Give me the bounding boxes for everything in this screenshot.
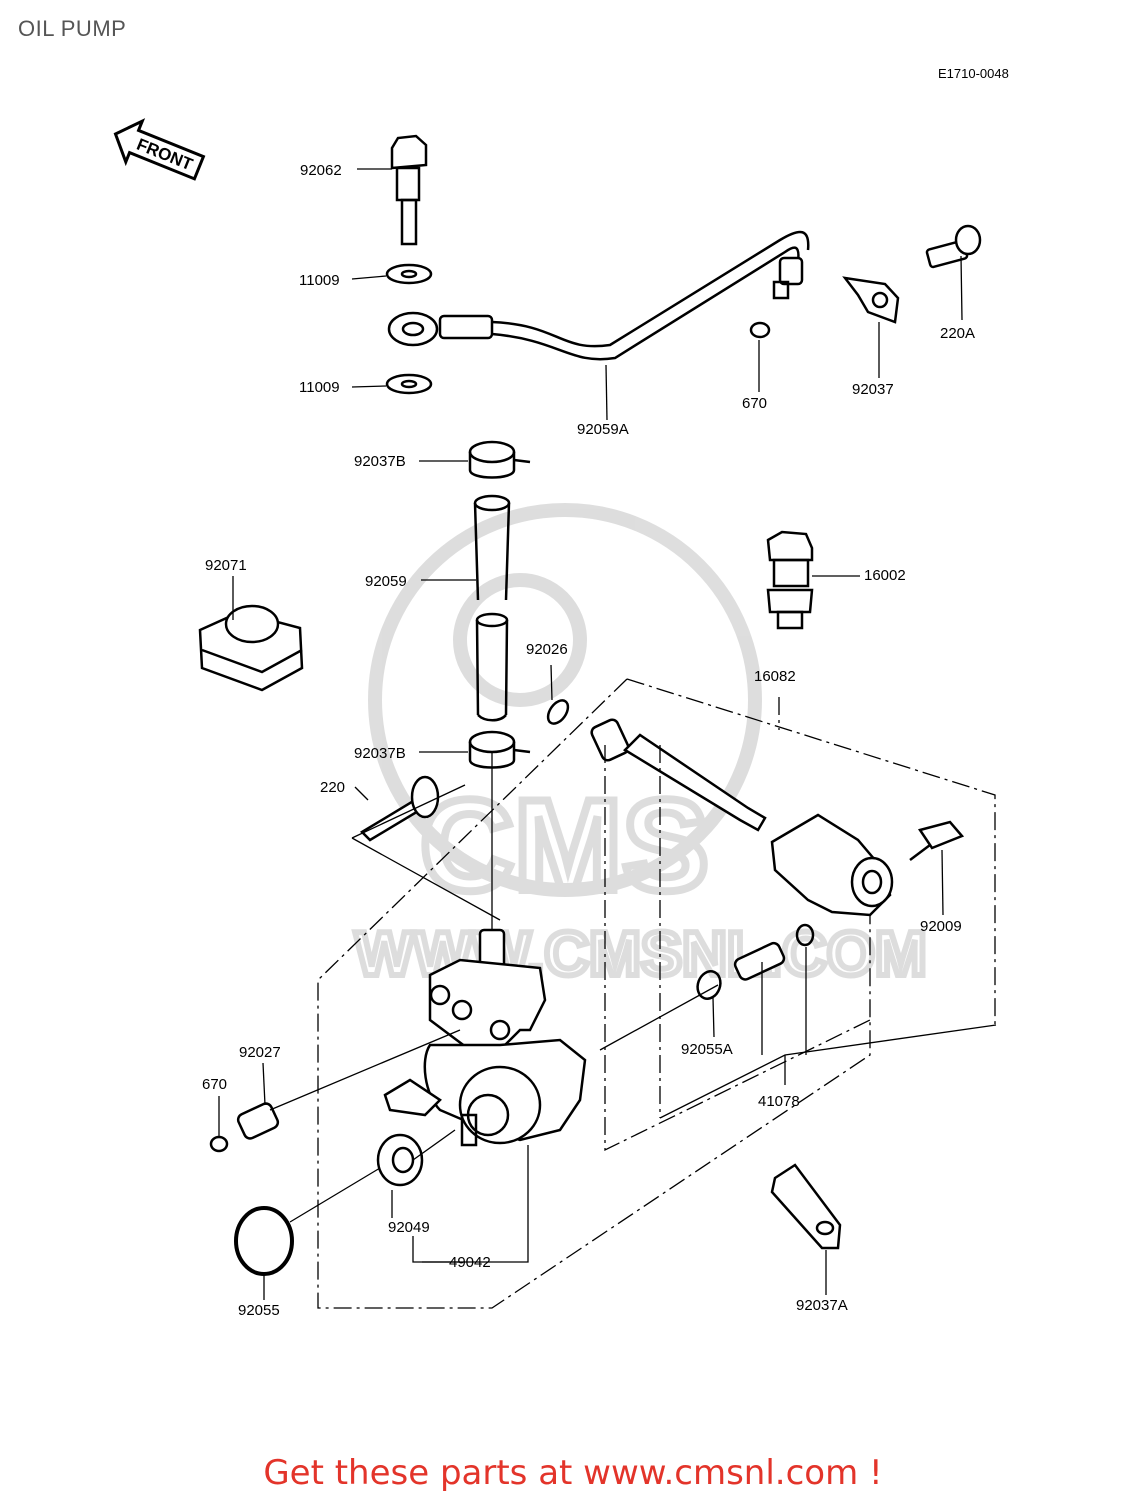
screw-220A [925, 224, 982, 269]
label-11009-upper: 11009 [299, 272, 340, 289]
label-92055A: 92055A [681, 1041, 733, 1058]
label-92009: 92009 [920, 918, 962, 935]
washer-92026 [546, 699, 570, 725]
screw-92009 [909, 820, 965, 861]
label-16082: 16082 [754, 668, 796, 685]
rubber-cap-92071 [198, 604, 304, 692]
o-ring-92055 [234, 1206, 294, 1276]
label-49042: 49042 [449, 1254, 491, 1271]
label-670-lower: 670 [202, 1076, 227, 1093]
o-ring-670-upper [749, 321, 771, 339]
hose-clamp-92037B-lower [468, 730, 531, 769]
pump-cover [770, 813, 894, 917]
washer-11009-lower [385, 373, 433, 395]
label-41078: 41078 [758, 1093, 800, 1110]
page-title: OIL PUMP [18, 16, 127, 41]
footer-link[interactable]: Get these parts at www.cmsnl.com ! [263, 1453, 883, 1493]
label-11009-lower: 11009 [299, 379, 340, 396]
label-92037: 92037 [852, 381, 894, 398]
label-16002: 16002 [864, 567, 906, 584]
watermark-logo-text: CMS [420, 772, 709, 918]
plate-92037A [770, 1163, 842, 1250]
label-92027: 92027 [239, 1044, 281, 1061]
clamp-92037 [842, 276, 900, 324]
label-92026: 92026 [526, 641, 568, 658]
o-ring-92055A [696, 970, 722, 1000]
banjo-bolt-92062 [390, 134, 428, 246]
label-92037B-lower: 92037B [354, 745, 406, 762]
hose-clamp-92037B-upper [468, 440, 531, 479]
label-92037A: 92037A [796, 1297, 848, 1314]
label-220A: 220A [940, 325, 975, 342]
oil-hose-92059 [473, 494, 511, 722]
label-92071: 92071 [205, 557, 247, 574]
collar-92027 [236, 1102, 280, 1140]
label-92059A: 92059A [577, 421, 629, 438]
washer-11009-upper [385, 263, 433, 285]
label-670-upper: 670 [742, 395, 767, 412]
seal-92049 [376, 1133, 424, 1187]
label-92055: 92055 [238, 1302, 280, 1319]
label-92062: 92062 [300, 162, 342, 179]
plunger-41078 [733, 923, 815, 981]
diagram-code: E1710-0048 [938, 66, 1009, 81]
label-92037B-upper: 92037B [354, 453, 406, 470]
label-220: 220 [320, 779, 345, 796]
label-92059: 92059 [365, 573, 407, 590]
front-arrow-icon: FRONT [113, 118, 206, 181]
o-ring-670-lower [209, 1135, 229, 1153]
pump-body-49042 [383, 928, 587, 1147]
parts-diagram: CMS WWW.CMSNL.COM FRONT [113, 118, 997, 1319]
label-92049: 92049 [388, 1219, 430, 1236]
oil-pipe-92059A [387, 230, 810, 361]
bolt-16002 [766, 530, 814, 630]
